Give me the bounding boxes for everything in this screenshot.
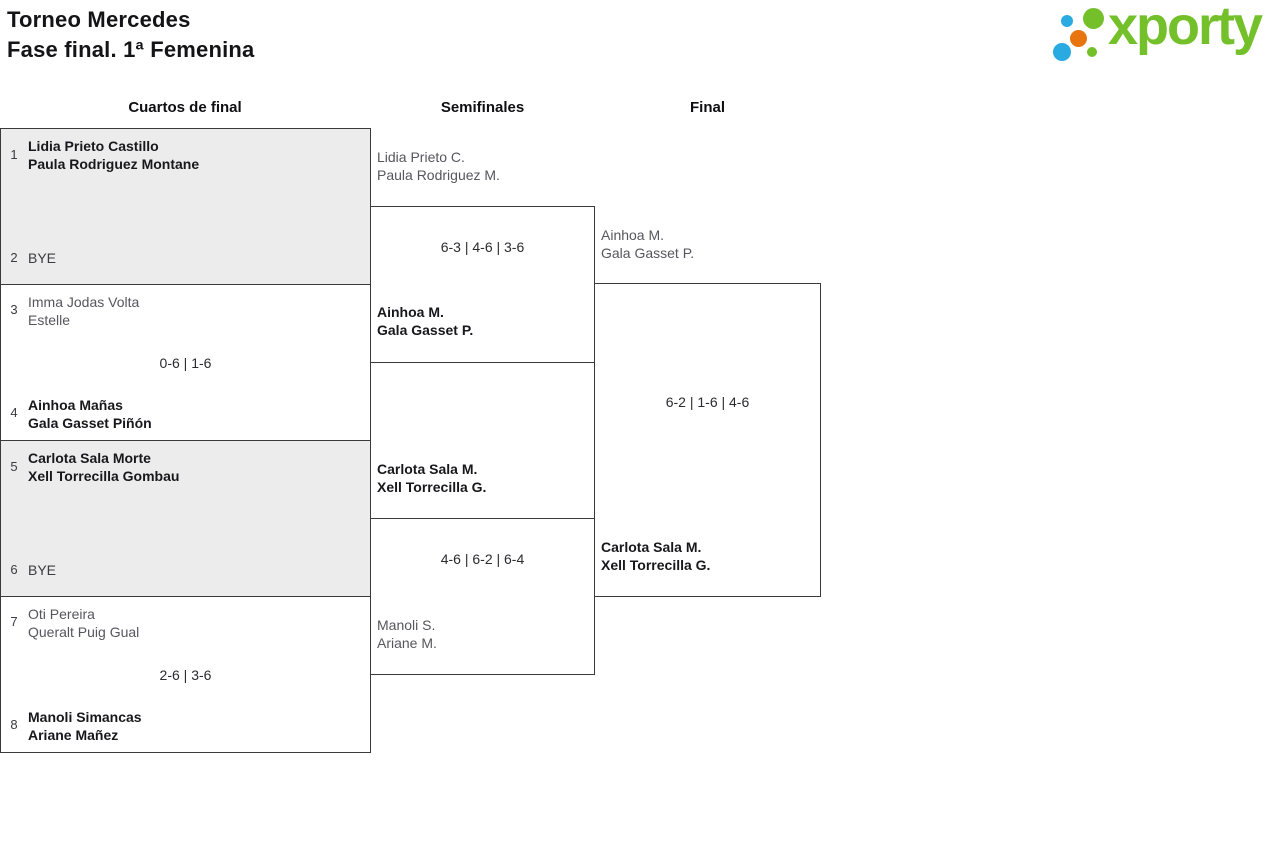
seed-number: 3 <box>10 302 18 317</box>
match-box-qf2: 3 Imma Jodas Volta Estelle 0-6 | 1-6 4 A… <box>0 284 371 441</box>
seed-number: 4 <box>10 405 18 420</box>
player-name: Estelle <box>28 312 71 328</box>
seed-number: 1 <box>10 147 18 162</box>
logo-dot-orange <box>1070 30 1087 47</box>
player-name: Carlota Sala M. <box>601 539 702 555</box>
player-name: Imma Jodas Volta <box>28 294 140 310</box>
player-name: Ariane M. <box>377 635 437 651</box>
match-box-qf3: 5 Carlota Sala Morte Xell Torrecilla Gom… <box>0 440 371 597</box>
player-name: Ainhoa M. <box>377 304 444 320</box>
team-qf4-top: Oti Pereira Queralt Puig Gual <box>28 605 139 641</box>
bye-label: BYE <box>28 562 57 578</box>
match-box-qf1: 1 Lidia Prieto Castillo Paula Rodriguez … <box>0 128 371 285</box>
player-name: Carlota Sala Morte <box>28 450 151 466</box>
round-header-final: Final <box>689 99 725 116</box>
seed-number: 5 <box>10 459 18 474</box>
player-name: Gala Gasset Piñón <box>28 415 152 431</box>
team-sf2-bottom: Manoli S. Ariane M. <box>377 616 437 652</box>
player-name: Xell Torrecilla G. <box>601 557 711 573</box>
logo-dot-blue-small <box>1061 15 1073 27</box>
match-score-final: 6-2 | 1-6 | 4-6 <box>665 394 750 410</box>
seed-number: 2 <box>10 250 18 265</box>
seed-number: 7 <box>10 614 18 629</box>
team-sf2-top: Carlota Sala M. Xell Torrecilla G. <box>377 460 486 496</box>
player-name: Queralt Puig Gual <box>28 624 140 640</box>
match-box-sf2: 4-6 | 6-2 | 6-4 <box>370 518 595 675</box>
player-name: Manoli S. <box>377 617 436 633</box>
tournament-name: Torneo Mercedes <box>7 7 191 32</box>
team-qf4-bottom: Manoli Simancas Ariane Mañez <box>28 708 142 744</box>
round-header-cuartos: Cuartos de final <box>128 99 242 116</box>
player-name: Oti Pereira <box>28 606 95 622</box>
player-name: Xell Torrecilla Gombau <box>28 468 180 484</box>
team-final-top: Ainhoa M. Gala Gasset P. <box>601 226 694 262</box>
player-name: Lidia Prieto C. <box>377 149 465 165</box>
match-box-qf4: 7 Oti Pereira Queralt Puig Gual 2-6 | 3-… <box>0 596 371 753</box>
match-score-qf2: 0-6 | 1-6 <box>159 355 212 371</box>
bye-label: BYE <box>28 250 57 266</box>
match-box-final: 6-2 | 1-6 | 4-6 <box>594 283 821 597</box>
team-qf2-bottom: Ainhoa Mañas Gala Gasset Piñón <box>28 396 152 432</box>
page-title: Torneo Mercedes Fase final. 1ª Femenina <box>7 5 255 65</box>
player-name: Xell Torrecilla G. <box>377 479 487 495</box>
phase-category: Fase final. 1ª Femenina <box>7 37 255 62</box>
player-name: Manoli Simancas <box>28 709 142 725</box>
match-box-sf1: 6-3 | 4-6 | 3-6 <box>370 206 595 363</box>
team-sf1-bottom: Ainhoa M. Gala Gasset P. <box>377 303 473 339</box>
team-sf1-top: Lidia Prieto C. Paula Rodriguez M. <box>377 148 500 184</box>
round-header-semifinales: Semifinales <box>440 99 525 116</box>
seed-number: 8 <box>10 717 18 732</box>
player-name: Paula Rodriguez Montane <box>28 156 200 172</box>
team-qf2-top: Imma Jodas Volta Estelle <box>28 293 139 329</box>
player-name: Carlota Sala M. <box>377 461 478 477</box>
team-final-bottom: Carlota Sala M. Xell Torrecilla G. <box>601 538 710 574</box>
xporty-logo[interactable]: xporty <box>1046 0 1276 72</box>
player-name: Gala Gasset P. <box>601 245 695 261</box>
player-name: Ariane Mañez <box>28 727 119 743</box>
team-qf3-top: Carlota Sala Morte Xell Torrecilla Gomba… <box>28 449 179 485</box>
player-name: Lidia Prieto Castillo <box>28 138 159 154</box>
player-name: Gala Gasset P. <box>377 322 474 338</box>
match-score-sf2: 4-6 | 6-2 | 6-4 <box>440 551 525 567</box>
player-name: Ainhoa Mañas <box>28 397 123 413</box>
logo-wordmark: xporty <box>1108 0 1263 56</box>
player-name: Paula Rodriguez M. <box>377 167 500 183</box>
match-score-qf4: 2-6 | 3-6 <box>159 667 212 683</box>
logo-dot-green-large <box>1083 8 1104 29</box>
seed-number: 6 <box>10 562 18 577</box>
team-qf1-top: Lidia Prieto Castillo Paula Rodriguez Mo… <box>28 137 199 173</box>
logo-dot-green-small <box>1087 47 1097 57</box>
player-name: Ainhoa M. <box>601 227 665 243</box>
logo-dot-blue-large <box>1053 43 1071 61</box>
match-score-sf1: 6-3 | 4-6 | 3-6 <box>440 239 525 255</box>
